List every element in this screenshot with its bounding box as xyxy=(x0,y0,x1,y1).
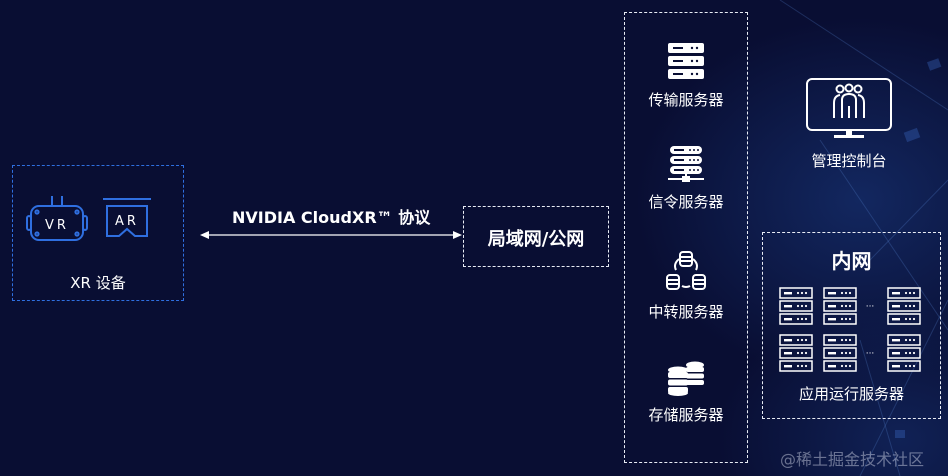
xr-device-label: XR 设备 xyxy=(70,274,126,292)
application-server-grid: ··· ··· xyxy=(779,287,921,372)
rack-unit-icon xyxy=(779,300,813,312)
rack-unit-icon xyxy=(887,300,921,312)
rack-unit-icon xyxy=(779,360,813,372)
server-network-icon xyxy=(668,146,704,182)
rack-unit-icon xyxy=(887,347,921,359)
monitor-users-icon xyxy=(806,78,892,138)
rack-unit-icon xyxy=(823,347,857,359)
rack-unit-icon xyxy=(779,334,813,346)
database-stack-icon xyxy=(668,361,704,396)
svg-text:VR: VR xyxy=(45,218,69,233)
server-label-transmission: 传输服务器 xyxy=(648,91,724,109)
xr-device-box: VR AR XR 设备 xyxy=(12,165,184,301)
rack-unit-icon xyxy=(823,300,857,312)
watermark: @稀土掘金技术社区 xyxy=(780,450,925,469)
rack-unit-icon xyxy=(887,360,921,372)
server-column-box: 传输服务器 信令服务器 中转服务器 xyxy=(624,12,748,463)
rack-unit-icon xyxy=(823,334,857,346)
intranet-box: 内网 ··· ··· 应用运行服务器 xyxy=(762,232,941,419)
rack-unit-icon xyxy=(887,313,921,325)
rack-unit-icon xyxy=(779,347,813,359)
rack-unit-icon xyxy=(823,287,857,299)
server-rack-icon xyxy=(668,43,704,79)
svg-text:AR: AR xyxy=(115,214,139,229)
rack-unit-icon xyxy=(887,287,921,299)
intranet-title: 内网 xyxy=(831,249,872,273)
database-relay-icon xyxy=(666,251,706,290)
rack-unit-icon xyxy=(779,313,813,325)
intranet-label: 应用运行服务器 xyxy=(798,385,904,403)
ar-glasses-icon xyxy=(103,198,151,237)
network-label: 局域网/公网 xyxy=(487,229,585,250)
ellipsis-text: ··· xyxy=(866,349,875,359)
ellipsis-text: ··· xyxy=(866,302,875,312)
network-box: 局域网/公网 xyxy=(463,206,609,267)
rack-unit-icon xyxy=(887,334,921,346)
rack-unit-icon xyxy=(779,287,813,299)
protocol-label: NVIDIA CloudXR™ 协议 xyxy=(232,208,431,227)
console-label: 管理控制台 xyxy=(811,152,887,170)
vr-headset-icon: VR AR xyxy=(26,196,151,241)
server-label-relay: 中转服务器 xyxy=(648,303,724,321)
rack-unit-icon xyxy=(823,360,857,372)
rack-unit-icon xyxy=(823,313,857,325)
server-label-storage: 存储服务器 xyxy=(648,406,724,424)
server-label-signaling: 信令服务器 xyxy=(648,193,724,211)
bidirectional-arrow xyxy=(200,231,462,239)
